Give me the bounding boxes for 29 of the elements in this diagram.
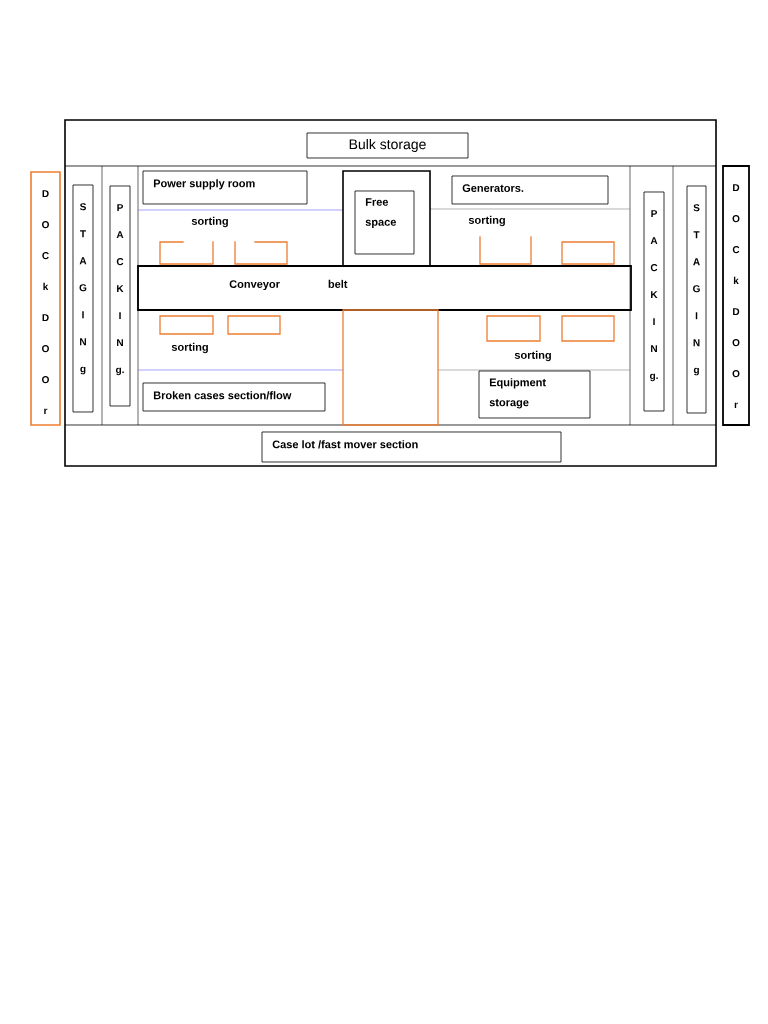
staging-area: S T A G I N g bbox=[686, 185, 707, 414]
building-outline bbox=[64, 119, 717, 467]
sorting-bin bbox=[234, 241, 288, 265]
area-box: Generators. bbox=[451, 175, 609, 205]
room-box: Power supply room bbox=[142, 170, 308, 205]
area-box: Free space bbox=[354, 190, 415, 255]
area-box: Bulk storage bbox=[306, 132, 469, 159]
dock-door: D O C k D O O r bbox=[30, 171, 61, 426]
area-box: Equipment storage bbox=[478, 370, 591, 419]
area-box: Broken cases section/flow bbox=[142, 382, 326, 412]
sorting-bin bbox=[561, 315, 615, 342]
area-label: sorting bbox=[191, 216, 228, 228]
sorting-bin bbox=[159, 315, 214, 335]
dock-door: D O C k D O O r bbox=[722, 165, 750, 426]
area-box: Case lot /fast mover section bbox=[261, 431, 562, 463]
area-label: sorting bbox=[171, 342, 208, 354]
sorting-bin bbox=[227, 315, 281, 335]
packing-area: P A C K I N g. bbox=[643, 191, 665, 412]
sorting-bin bbox=[561, 241, 615, 265]
staging-area: S T A G I N g bbox=[72, 184, 94, 413]
area-label: sorting bbox=[468, 215, 505, 227]
sorting-bin bbox=[486, 315, 541, 342]
sorting-bin bbox=[159, 241, 214, 265]
sorting-bin bbox=[479, 236, 532, 265]
area-outline bbox=[342, 309, 439, 426]
area-outline bbox=[342, 170, 431, 267]
packing-area: P A C K I N g. bbox=[109, 185, 131, 407]
area-label: sorting bbox=[514, 350, 551, 362]
conveyor-belt: Conveyor belt bbox=[137, 265, 632, 311]
